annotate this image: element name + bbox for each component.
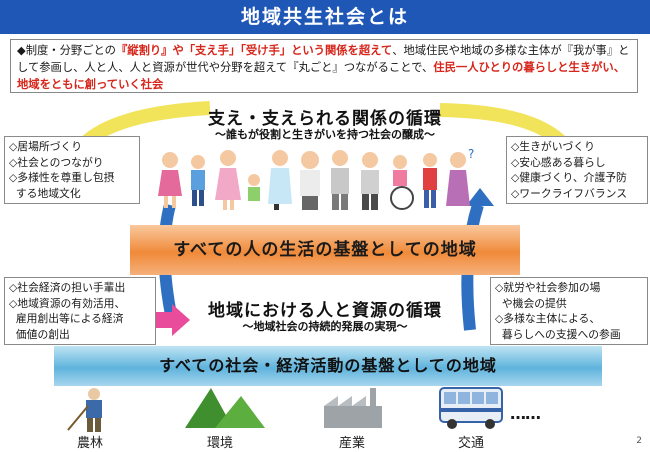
label-environment: 環境 [185, 432, 255, 451]
label-agriculture: 農林 [60, 432, 120, 451]
upper-cycle-subtitle: ～誰もが役割と生きがいを持つ社会の醸成～ [150, 126, 500, 142]
wheelchair-user-icon [391, 155, 413, 209]
economy-foundation-label: すべての社会・経済活動の基盤としての地域 [54, 346, 602, 386]
right-bottom-box: ◇就労や社会参加の場 や機会の提供 ◇多様な主体による、 暮らしへの支援への参画 [490, 277, 648, 345]
right-top-box: ◇生きがいづくり ◇安心感ある暮らし ◇健康づくり、介護予防 ◇ワークライフバラ… [506, 136, 648, 204]
label-industry: 産業 [320, 432, 384, 451]
businessman-pointing-icon [361, 152, 379, 210]
life-foundation-label: すべての人の生活の基盤としての地域 [130, 225, 520, 275]
toddler-icon [248, 174, 260, 201]
lower-cycle-subtitle: ～地域社会の持続的発展の実現～ [180, 318, 470, 334]
people-illustration: ? [150, 142, 490, 212]
businessman-icon [331, 150, 349, 210]
child-boy-icon [191, 155, 205, 206]
woman-icon [215, 150, 241, 210]
factory-icon [320, 388, 384, 430]
left-bottom-box: ◇社会経済の担い手輩出 ◇地域資源の有効活用、 雇用創出等による経済 価値の創出 [4, 277, 156, 345]
child-girl-icon [158, 152, 182, 208]
svg-text:?: ? [468, 147, 474, 161]
worried-man-icon [300, 151, 320, 210]
left-top-box: ◇居場所づくり ◇社会とのつながり ◇多様性を尊重し包摂 する地域文化 [4, 136, 140, 204]
elderly-man-icon [423, 153, 437, 208]
bus-icon [438, 386, 504, 432]
mountains-icon [185, 384, 265, 430]
elderly-woman-icon: ? [446, 147, 474, 206]
nurse-icon [268, 150, 292, 210]
label-transport: 交通 [438, 432, 504, 451]
ellipsis: …… [510, 404, 540, 423]
farmer-icon [60, 386, 120, 434]
page-number: 2 [636, 436, 642, 446]
